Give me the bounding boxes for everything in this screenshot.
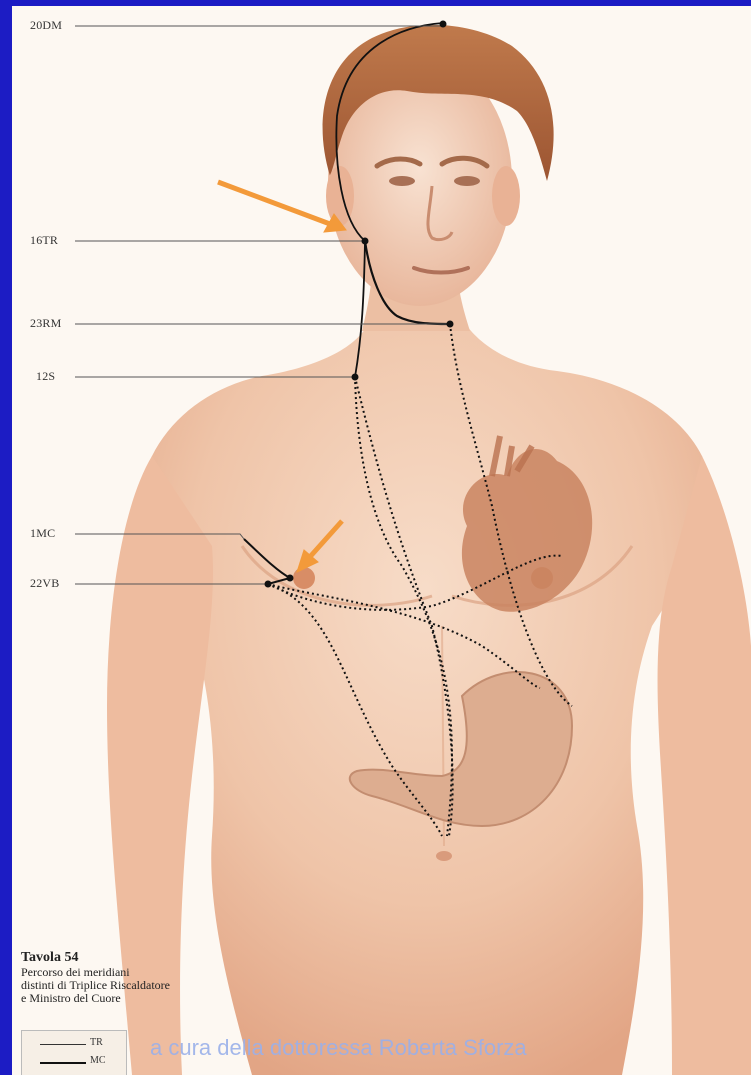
plate-caption: Tavola 54 Percorso dei meridiani distint…	[21, 950, 281, 1005]
label-12s: 12S	[36, 369, 55, 384]
anatomy-illustration	[12, 6, 751, 1075]
right-eye	[454, 176, 480, 186]
legend-row-tr: TR	[40, 1037, 122, 1051]
left-eye	[389, 176, 415, 186]
legend-label-mc: MC	[90, 1055, 106, 1066]
label-23rm: 23RM	[30, 316, 61, 331]
right-ear	[492, 166, 520, 226]
body-figure	[107, 25, 751, 1075]
marker-16tr	[362, 238, 369, 245]
legend-box: TR MC	[21, 1030, 127, 1075]
marker-22vb	[265, 581, 272, 588]
marker-23rm	[447, 321, 454, 328]
label-20dm: 20DM	[30, 18, 62, 33]
caption-line: e Ministro del Cuore	[21, 992, 281, 1005]
legend-label-tr: TR	[90, 1037, 103, 1048]
author-watermark: a cura della dottoressa Roberta Sforza	[150, 1035, 527, 1061]
label-16tr: 16TR	[30, 233, 58, 248]
illustration-plate: 20DM 16TR 23RM 12S 1MC 22VB Tavola 54 Pe…	[12, 6, 751, 1075]
marker-20dm	[440, 21, 447, 28]
legend-row-mc: MC	[40, 1055, 122, 1069]
left-nipple	[293, 567, 315, 589]
label-1mc: 1MC	[30, 526, 55, 541]
label-22vb: 22VB	[30, 576, 59, 591]
caption-title: Tavola 54	[21, 950, 281, 966]
legend-line-thin	[40, 1044, 86, 1045]
marker-12s	[352, 374, 359, 381]
legend-line-thick	[40, 1062, 86, 1064]
arrow-ear-shaft	[218, 182, 330, 224]
navel	[436, 851, 452, 861]
frame-left-strip	[0, 0, 12, 1075]
marker-1mc	[287, 575, 294, 582]
